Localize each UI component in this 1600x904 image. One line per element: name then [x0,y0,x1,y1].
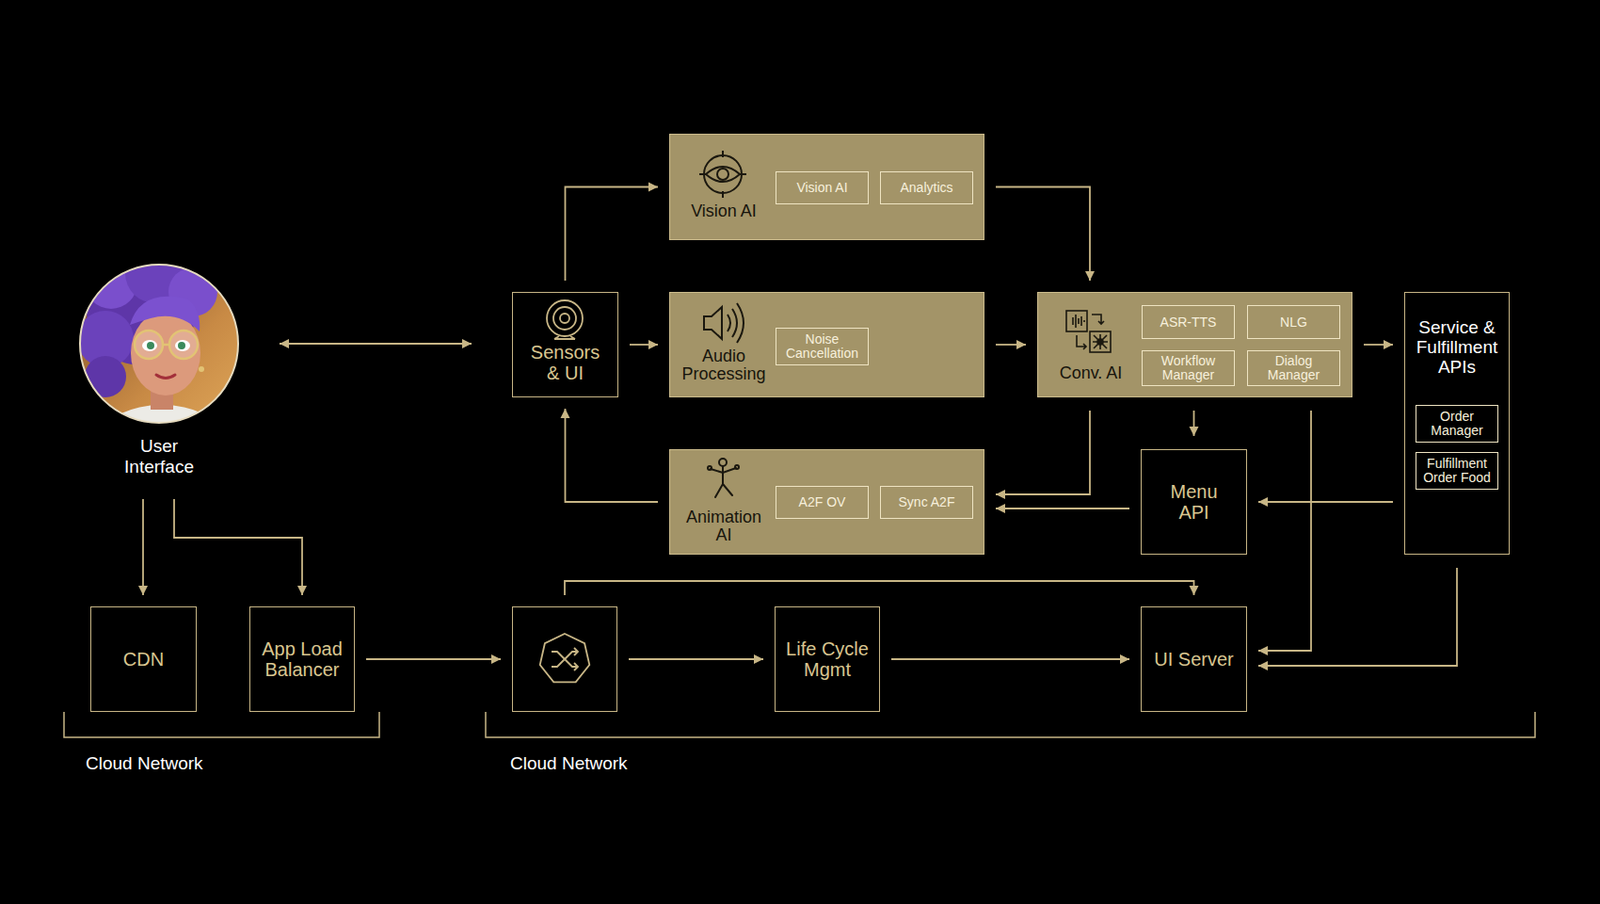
node-label: Sensors & UI [523,341,608,384]
node-label: Dialog Manager [1250,353,1337,383]
connector [629,343,658,346]
node-label: Animation AI [680,508,768,544]
node-label: Conv. AI [1039,364,1143,383]
process-box: Life Cycle Mgmt [774,606,880,712]
sub-box: Fulfillment Order Food [1415,451,1499,490]
node-label: Service & Fulfillment APIs [1408,317,1506,377]
orchestrator-icon [540,633,591,682]
service-panel: Conv. AI ASR-TTS NLG Workflow Manager Dialog… [1037,291,1353,398]
sub-box: Dialog Manager [1247,350,1341,386]
connector [995,507,1130,510]
sensor-box: Sensors & UI [512,291,619,398]
node-label: Audio Processing [676,347,771,384]
connector [1258,567,1457,666]
connector [628,657,764,660]
node-label: Noise Cancellation [779,332,865,361]
service-panel: Audio Processing Noise Cancellation [669,291,985,398]
process-box: App Load Balancer [249,606,355,712]
connector [564,580,1195,595]
node-label: User Interface [107,435,211,478]
sub-box: Workflow Manager [1141,350,1235,386]
connector [1363,343,1393,346]
group-label: Cloud Network [85,752,204,774]
sub-box: Sync A2F [880,485,974,519]
sub-box: Order Manager [1415,404,1499,443]
node-label: CDN [123,648,164,670]
sub-box: Analytics [880,171,974,205]
connector [1258,410,1312,651]
process-box: CDN [90,606,197,712]
node-label: Life Cycle Mgmt [780,638,875,680]
user-avatar: User Interface [79,263,240,480]
api-box: Service & Fulfillment APIsOrder ManagerF… [1404,291,1510,555]
node-label: Sync A2F [898,495,956,510]
orchestrator-box [512,606,618,712]
connector [1193,410,1196,436]
cloud-bracket [64,711,380,737]
node-label: Menu API [1160,480,1229,523]
connector [1258,500,1393,503]
connector [174,498,303,595]
connector [891,657,1130,660]
service-panel: Vision AI Vision AI Analytics [669,133,985,240]
connector [565,187,659,282]
node-label: Analytics [899,180,953,195]
process-box: UI Server [1140,606,1248,712]
node-label: Vision AI [676,202,771,221]
connector [142,498,144,595]
connector [366,657,501,660]
node-label: ASR-TTS [1160,315,1217,330]
sub-box: NLG [1247,304,1341,339]
avatar-illustration [75,242,245,465]
node-label: Order Manager [1419,409,1495,438]
sub-box: Vision AI [775,171,869,205]
eye-icon [699,150,747,198]
figure-icon [707,458,739,497]
connector [279,342,472,345]
conv-ai-icon [1066,310,1111,352]
service-panel: Animation AI A2F OV Sync A2F [669,448,985,555]
sub-box: ASR-TTS [1141,304,1235,339]
connector [995,410,1090,495]
sub-box: Noise Cancellation [775,327,869,366]
group-label: Cloud Network [510,752,628,774]
avatar-ring [80,264,239,423]
node-label: App Load Balancer [256,638,348,680]
node-label: UI Server [1153,648,1233,670]
cloud-bracket [485,711,1536,737]
webcam-icon [546,300,583,339]
speaker-icon [704,303,744,343]
connector [995,343,1026,346]
node-label: Workflow Manager [1145,353,1232,383]
node-label: Vision AI [796,180,848,195]
connector [565,408,659,502]
node-label: Fulfillment Order Food [1419,456,1495,485]
process-box: Menu API [1140,448,1248,555]
connector [995,187,1090,282]
sub-box: A2F OV [775,485,869,519]
node-label: NLG [1280,315,1308,330]
node-label: A2F OV [799,495,847,510]
